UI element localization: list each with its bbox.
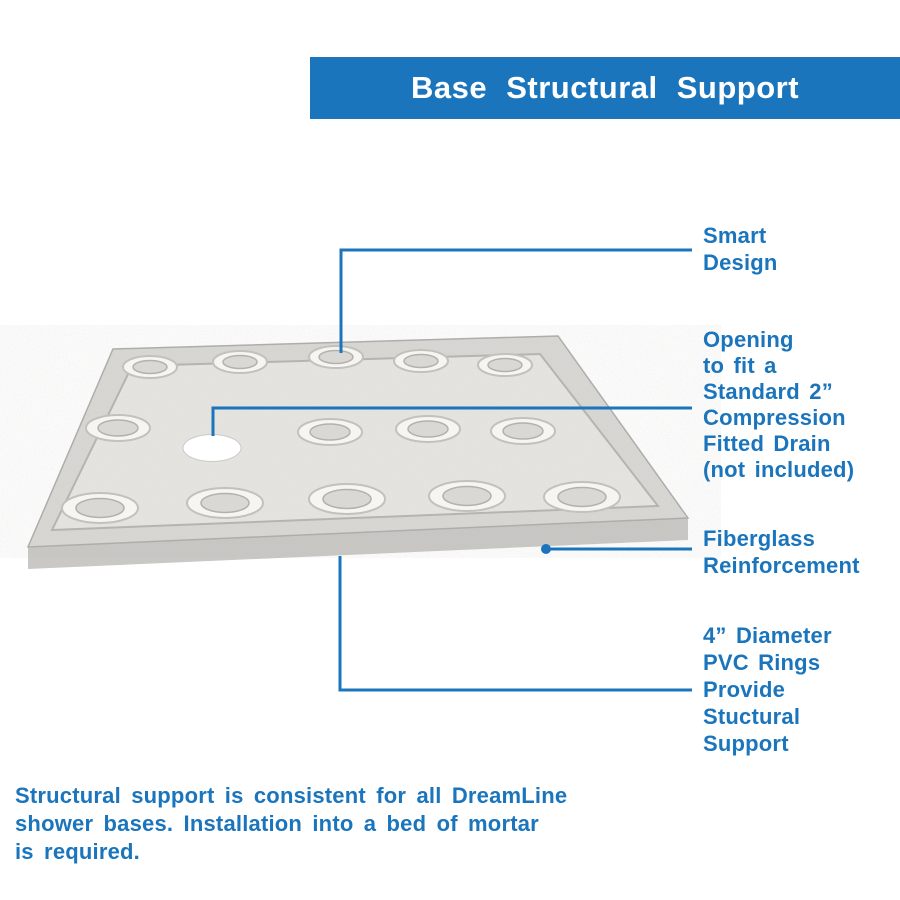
pvc-ring: [393, 349, 449, 373]
footer-note: Structural support is consistent for all…: [15, 783, 568, 864]
callout-fiberglass-reinforcement: Fiberglass Reinforcement: [703, 526, 860, 578]
pvc-ring: [395, 415, 461, 443]
callout-line-drain-opening: [211, 406, 692, 436]
callout-smart-design: Smart Design: [703, 223, 778, 275]
pvc-ring: [61, 492, 139, 524]
callout-line-smart-design: [339, 248, 692, 353]
page-title: Base Structural Support: [410, 70, 800, 105]
callout-line-fiberglass: [541, 544, 692, 554]
pvc-ring: [490, 417, 556, 445]
pvc-ring: [428, 480, 506, 512]
callout-pvc-rings: 4” Diameter PVC Rings Provide Stuctural …: [703, 623, 832, 756]
pvc-ring: [308, 345, 364, 369]
pvc-ring: [308, 483, 386, 515]
pvc-ring: [477, 353, 533, 377]
pvc-ring: [122, 355, 178, 379]
pvc-ring: [186, 487, 264, 519]
pvc-ring: [212, 350, 268, 374]
pvc-ring: [297, 418, 363, 446]
shower-base-tray: [26, 335, 690, 569]
callout-lines: [211, 248, 692, 692]
title-banner: Base Structural Support: [310, 57, 900, 119]
pvc-ring: [543, 481, 621, 513]
callout-drain-opening: Opening to fit a Standard 2” Compression…: [703, 327, 855, 482]
callout-line-pvc-rings: [338, 556, 692, 692]
drain-opening-hole: [182, 434, 242, 462]
pvc-ring: [85, 414, 151, 442]
tray-front-face: [28, 518, 688, 569]
